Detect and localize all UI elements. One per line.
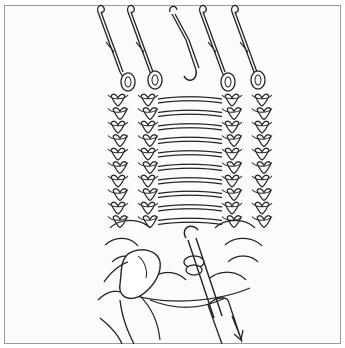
stitch-loop	[143, 189, 157, 201]
stitch-loop	[113, 108, 127, 120]
stitch-loop	[255, 148, 269, 160]
ladder-rungs	[158, 97, 222, 225]
ladder-rung	[158, 97, 222, 103]
ladder-rung	[158, 218, 222, 224]
stitch-loop	[257, 108, 271, 120]
stitch-loop	[111, 94, 125, 106]
needle-5	[232, 5, 259, 82]
stitch-loop	[141, 202, 155, 214]
ladder-rung	[158, 137, 222, 143]
needle-2	[128, 5, 155, 82]
needle-group	[98, 5, 259, 82]
stitch-loop	[111, 175, 125, 187]
stitch-loop	[257, 135, 271, 147]
stitch-loop	[255, 94, 269, 106]
stitch-loop	[225, 202, 239, 214]
needle-1	[98, 5, 126, 82]
hand-thumb	[98, 250, 160, 344]
stitch-loop	[227, 108, 241, 120]
stitch-loop	[255, 202, 269, 214]
stitch-loop	[111, 148, 125, 160]
stitch-loop	[227, 162, 241, 174]
stitch-loop	[143, 162, 157, 174]
stitch-loop	[141, 94, 155, 106]
ladder-rung	[158, 178, 222, 184]
stitch-loop	[227, 189, 241, 201]
ladder-rung	[158, 205, 222, 211]
ladder-rung	[158, 191, 222, 197]
stitch-loop	[225, 121, 239, 133]
stitch-loop	[225, 175, 239, 187]
crochet-hook	[184, 226, 242, 344]
stitch-loop	[111, 202, 125, 214]
stitch-loop	[111, 121, 125, 133]
stitch-loop	[141, 121, 155, 133]
stitch-loop	[143, 135, 157, 147]
needle-3-free-hook	[170, 6, 199, 80]
stitch-loop	[227, 135, 241, 147]
needle-4	[200, 5, 227, 82]
top-loops	[121, 71, 265, 91]
stitch-loop	[227, 216, 241, 228]
stitch-loop	[255, 121, 269, 133]
stitch-loop	[143, 216, 157, 228]
ladder-rung	[158, 151, 222, 157]
stitch-loop	[113, 162, 127, 174]
stitch-loop	[257, 216, 271, 228]
stitch-loop	[113, 189, 127, 201]
stitch-loop	[143, 108, 157, 120]
ladder-rung	[158, 124, 222, 130]
down-arrow-icon	[232, 316, 243, 340]
stitch-loop	[113, 135, 127, 147]
stitch-loop	[225, 94, 239, 106]
ladder-rung	[158, 164, 222, 170]
stitch-loop	[257, 189, 271, 201]
stitch-loop	[255, 175, 269, 187]
stitch-loop	[257, 162, 271, 174]
stitch-loop	[141, 148, 155, 160]
stitch-loop	[225, 148, 239, 160]
stitch-loop	[141, 175, 155, 187]
ladder-rung	[158, 110, 222, 116]
